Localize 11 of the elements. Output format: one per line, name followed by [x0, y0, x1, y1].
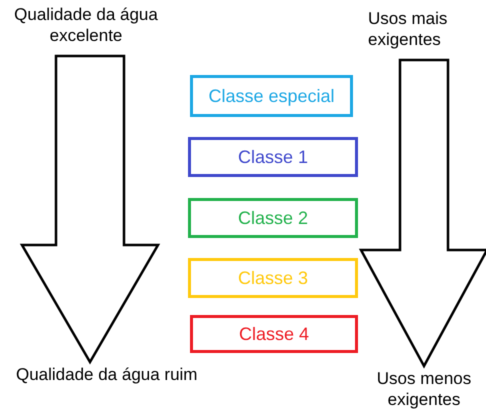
class-box: Classe 4	[190, 315, 358, 353]
block-arrow	[358, 58, 486, 369]
class-box: Classe 2	[188, 198, 358, 238]
block-arrow	[20, 54, 160, 364]
quality-label: Qualidade da água ruim	[16, 364, 198, 385]
class-box: Classe 1	[188, 137, 358, 177]
usage-label: Usos menos exigentes	[376, 368, 472, 410]
usage-label: Usos mais exigentes	[368, 8, 448, 50]
class-box: Classe 3	[188, 258, 358, 298]
class-box: Classe especial	[190, 75, 353, 117]
quality-label: Qualidade da água excelente	[13, 4, 159, 46]
